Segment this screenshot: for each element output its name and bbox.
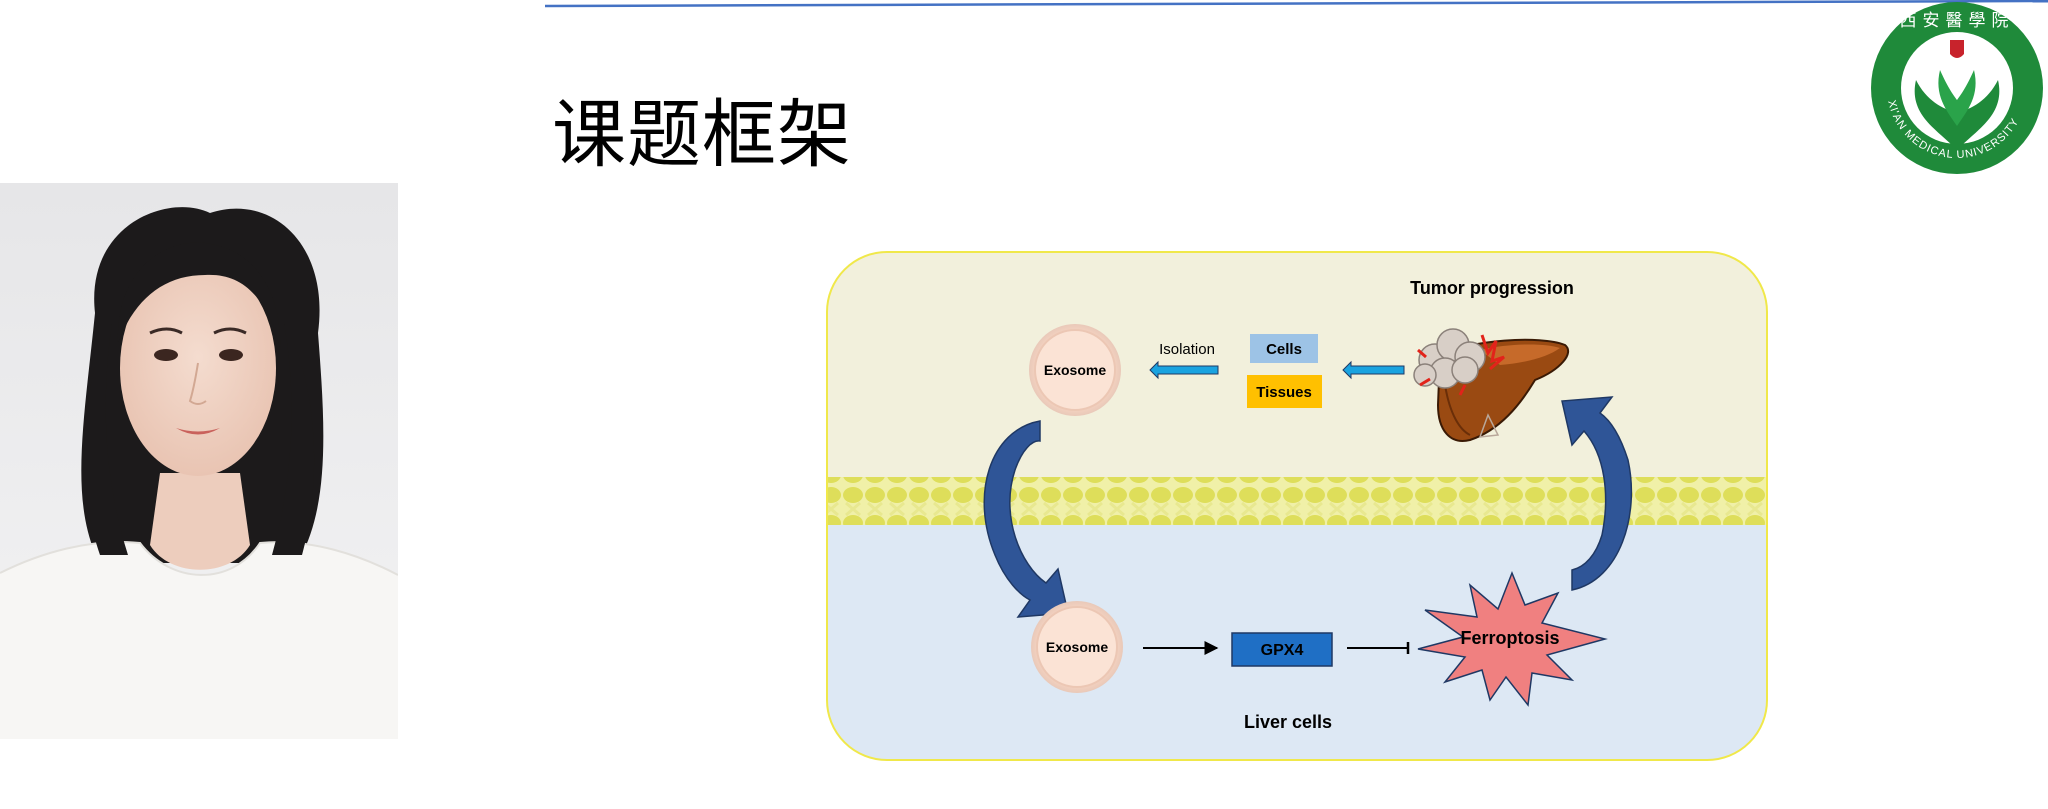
uptake-cycle-arrow: [983, 420, 1069, 618]
ferroptosis-label: Ferroptosis: [1460, 628, 1559, 648]
progression-cycle-arrow: [1561, 396, 1633, 591]
title-underline: [545, 0, 2048, 8]
university-logo: 西安醫學院 XI'AN MEDICAL UNIVERSITY: [1871, 2, 2043, 174]
gpx4-box: [1231, 632, 1333, 667]
exosome-bottom-label: Exosome: [1046, 639, 1108, 655]
diagram-frame: [826, 251, 1768, 761]
cells-label: Cells: [1266, 341, 1302, 358]
isolation-label: Isolation: [1159, 341, 1215, 358]
exosome-top-label: Exosome: [1044, 362, 1106, 378]
portrait-photo: [0, 183, 398, 739]
ferroptosis-burst: [1417, 570, 1608, 707]
extracellular-region: [827, 252, 1767, 495]
tissues-box: [1247, 375, 1322, 408]
tumor-liver-icon: [1413, 328, 1570, 442]
cells-box: [1250, 334, 1318, 363]
tumor-progression-label: Tumor progression: [1410, 278, 1574, 298]
liver-cells-label: Liver cells: [1244, 712, 1332, 732]
research-framework-diagram: Tumor progression Exosome Isolation Cell…: [826, 251, 1768, 761]
sampling-arrow: [1342, 360, 1405, 380]
logo-chinese-text: 西安醫學院: [1900, 11, 2015, 30]
slide-title: 课题框架: [552, 92, 852, 178]
isolation-arrow: [1149, 360, 1219, 380]
gpx4-label: GPX4: [1261, 642, 1304, 659]
tissues-label: Tissues: [1256, 384, 1312, 401]
